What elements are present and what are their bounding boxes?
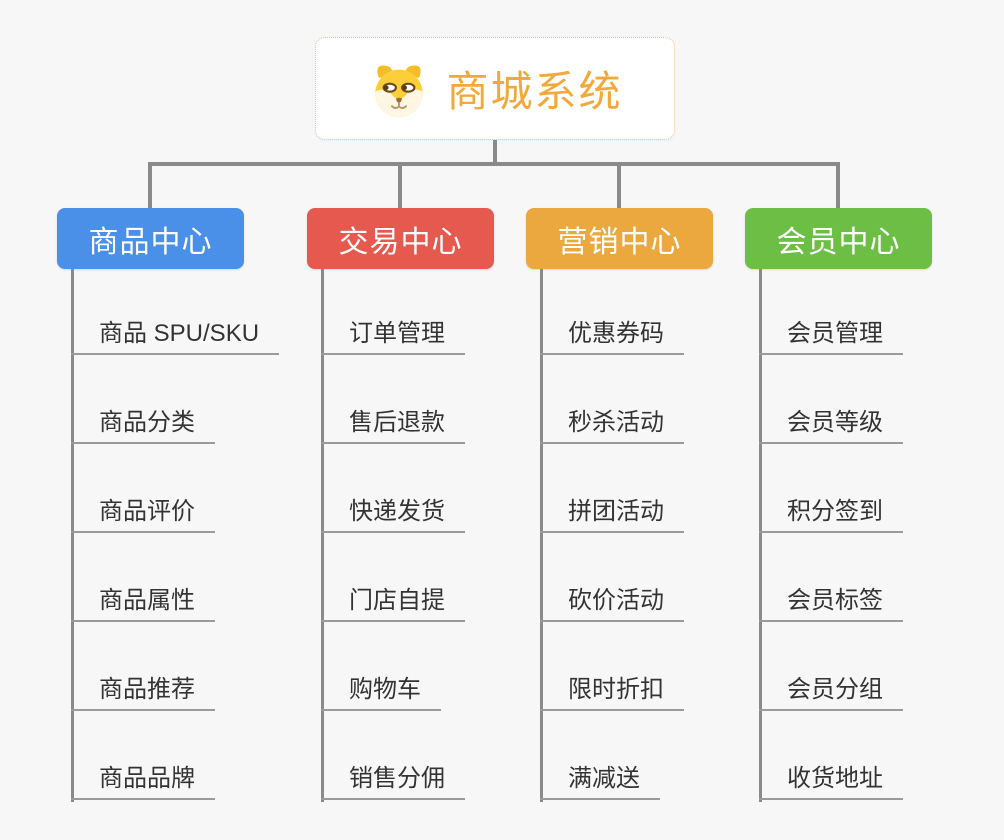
child-topic[interactable]: 商品推荐 xyxy=(71,665,215,711)
dog-face-icon xyxy=(375,64,424,117)
branch-topic-trade[interactable]: 交易中心 xyxy=(307,208,494,269)
child-topic[interactable]: 购物车 xyxy=(321,665,441,711)
child-topic[interactable]: 会员管理 xyxy=(759,309,903,355)
child-topic[interactable]: 会员标签 xyxy=(759,576,903,622)
branch-marketing-children: 优惠券码 秒杀活动 拼团活动 砍价活动 限时折扣 满减送 xyxy=(540,269,790,802)
connector-drop-product xyxy=(148,162,152,209)
connector-drop-member xyxy=(836,162,840,209)
child-topic[interactable]: 收货地址 xyxy=(759,754,903,800)
child-topic[interactable]: 满减送 xyxy=(540,754,660,800)
connector-drop-marketing xyxy=(617,162,621,209)
branch-member-children: 会员管理 会员等级 积分签到 会员标签 会员分组 收货地址 xyxy=(759,269,1004,802)
child-topic[interactable]: 拼团活动 xyxy=(540,487,684,533)
branch-trade-children: 订单管理 售后退款 快递发货 门店自提 购物车 销售分佣 xyxy=(321,269,571,802)
connector-horizontal-bar xyxy=(148,162,840,166)
child-topic[interactable]: 优惠券码 xyxy=(540,309,684,355)
child-topic[interactable]: 积分签到 xyxy=(759,487,903,533)
child-topic[interactable]: 商品属性 xyxy=(71,576,215,622)
child-topic[interactable]: 销售分佣 xyxy=(321,754,465,800)
connector-root-stem xyxy=(493,140,497,164)
child-topic[interactable]: 秒杀活动 xyxy=(540,398,684,444)
child-topic[interactable]: 快递发货 xyxy=(321,487,465,533)
branch-topic-marketing[interactable]: 营销中心 xyxy=(526,208,713,269)
branch-topic-member[interactable]: 会员中心 xyxy=(745,208,932,269)
child-topic[interactable]: 商品 SPU/SKU xyxy=(71,309,280,355)
child-topic[interactable]: 会员分组 xyxy=(759,665,903,711)
child-topic[interactable]: 商品分类 xyxy=(71,398,215,444)
child-topic[interactable]: 门店自提 xyxy=(321,576,465,622)
child-topic[interactable]: 会员等级 xyxy=(759,398,903,444)
child-topic[interactable]: 限时折扣 xyxy=(540,665,684,711)
child-topic[interactable]: 订单管理 xyxy=(321,309,465,355)
child-topic[interactable]: 商品品牌 xyxy=(71,754,215,800)
child-topic[interactable]: 砍价活动 xyxy=(540,576,684,622)
connector-drop-trade xyxy=(398,162,402,209)
root-topic[interactable]: 商城系统 xyxy=(315,37,675,140)
child-topic[interactable]: 售后退款 xyxy=(321,398,465,444)
child-topic[interactable]: 商品评价 xyxy=(71,487,215,533)
branch-product-children: 商品 SPU/SKU 商品分类 商品评价 商品属性 商品推荐 商品品牌 xyxy=(71,269,321,802)
branch-topic-product[interactable]: 商品中心 xyxy=(57,208,244,269)
root-topic-label: 商城系统 xyxy=(446,68,623,115)
